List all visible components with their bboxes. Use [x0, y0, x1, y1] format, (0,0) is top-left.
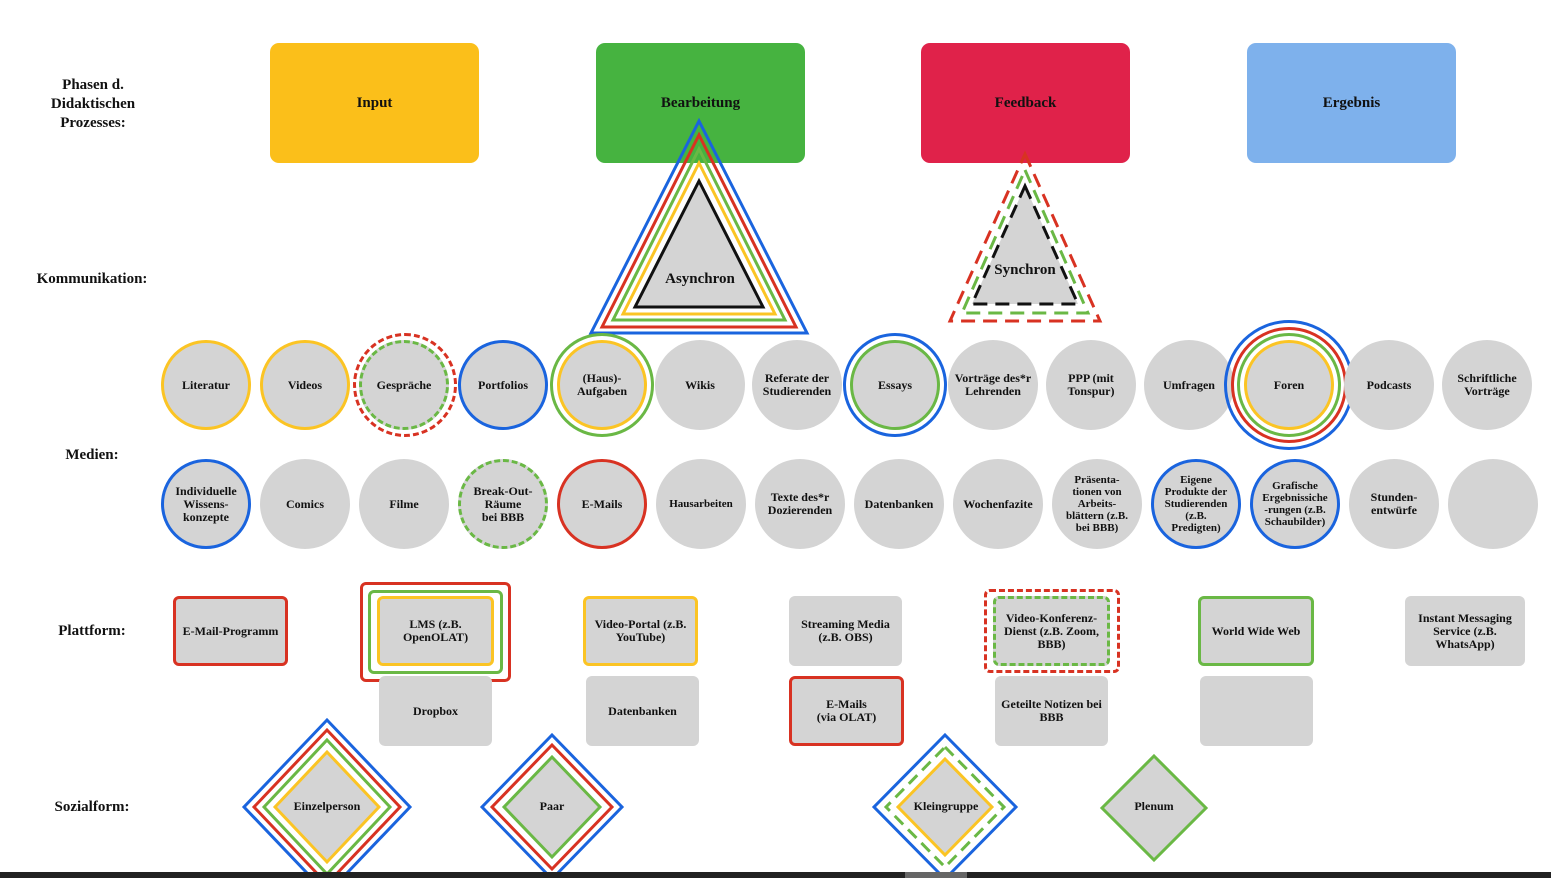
phase-ergebnis: Ergebnis: [1247, 43, 1456, 163]
medium-umfragen: Umfragen: [1144, 340, 1234, 430]
label-kommunikation: Kommunikation:: [36, 271, 148, 287]
medium-empty: [1448, 459, 1538, 549]
platform-emails-olat: E-Mails (via OLAT): [789, 676, 904, 746]
medium-vortraege-lehrende: Vorträge des*r Lehrenden: [948, 340, 1038, 430]
label-plattform: Plattform:: [58, 623, 126, 639]
sozialform-kleingruppe-diamond: [871, 732, 1019, 878]
medium-praesentationen: Präsenta- tionen von Arbeits- blättern (…: [1052, 459, 1142, 549]
sozialform-kleingruppe-label: Kleingruppe: [913, 799, 979, 813]
medium-datenbanken: Datenbanken: [854, 459, 944, 549]
phase-bearbeitung: Bearbeitung: [596, 43, 805, 163]
platform-streaming-media: Streaming Media (z.B. OBS): [789, 596, 902, 666]
medium-essays: Essays: [850, 340, 940, 430]
medium-hausaufgaben: (Haus)- Aufgaben: [557, 340, 647, 430]
label-medien: Medien:: [65, 447, 119, 463]
medium-wissenskonzepte: Individuelle Wissens- konzepte: [161, 459, 251, 549]
phase-input: Input: [270, 43, 479, 163]
label-phasen: Phasen d. Didaktischen Prozesses:: [50, 77, 136, 131]
medium-videos: Videos: [260, 340, 350, 430]
medium-filme: Filme: [359, 459, 449, 549]
sozialform-einzelperson-diamond: [241, 717, 413, 878]
platform-video-konferenz: Video-Konferenz- Dienst (z.B. Zoom, BBB): [993, 596, 1110, 666]
sozialform-einzelperson-label: Einzelperson: [293, 799, 361, 813]
scrollbar-thumb[interactable]: [905, 872, 967, 878]
platform-datenbanken: Datenbanken: [586, 676, 699, 746]
medium-referate: Referate der Studierenden: [752, 340, 842, 430]
medium-wikis: Wikis: [655, 340, 745, 430]
medium-literatur: Literatur: [161, 340, 251, 430]
platform-video-portal: Video-Portal (z.B. YouTube): [583, 596, 698, 666]
sozialform-plenum-label: Plenum: [1134, 799, 1174, 813]
medium-eigene-produkte: Eigene Produkte der Studierenden (z.B. P…: [1151, 459, 1241, 549]
medium-foren: Foren: [1244, 340, 1334, 430]
horizontal-scrollbar[interactable]: [0, 872, 1551, 878]
medium-ppp: PPP (mit Tonspur): [1046, 340, 1136, 430]
asynchron-label: Asynchron: [665, 271, 735, 287]
medium-wochenfazite: Wochenfazite: [953, 459, 1043, 549]
platform-geteilte-notizen: Geteilte Notizen bei BBB: [995, 676, 1108, 746]
platform-www: World Wide Web: [1198, 596, 1314, 666]
medium-emails: E-Mails: [557, 459, 647, 549]
medium-grafische-ergebnissicherungen: Grafische Ergebnissiche -rungen (z.B. Sc…: [1250, 459, 1340, 549]
platform-dropbox: Dropbox: [379, 676, 492, 746]
platform-lms: LMS (z.B. OpenOLAT): [377, 596, 494, 666]
synchron-triangle: [947, 150, 1103, 323]
sozialform-paar-label: Paar: [539, 799, 565, 813]
medium-podcasts: Podcasts: [1344, 340, 1434, 430]
label-sozialform: Sozialform:: [54, 799, 130, 815]
phase-feedback: Feedback: [921, 43, 1130, 163]
medium-stundenentwuerfe: Stunden- entwürfe: [1349, 459, 1439, 549]
medium-portfolios: Portfolios: [458, 340, 548, 430]
medium-schriftliche-vortraege: Schriftliche Vorträge: [1442, 340, 1532, 430]
medium-texte-dozierende: Texte des*r Dozierenden: [755, 459, 845, 549]
synchron-label: Synchron: [994, 262, 1056, 278]
medium-comics: Comics: [260, 459, 350, 549]
platform-empty: [1200, 676, 1313, 746]
platform-email-programm: E-Mail-Programm: [173, 596, 288, 666]
medium-breakout: Break-Out- Räume bei BBB: [458, 459, 548, 549]
platform-instant-messaging: Instant Messaging Service (z.B. WhatsApp…: [1405, 596, 1525, 666]
medium-hausarbeiten: Hausarbeiten: [656, 459, 746, 549]
sozialform-plenum-diamond: [1099, 753, 1209, 863]
sozialform-paar-diamond: [479, 732, 625, 878]
asynchron-triangle: [588, 117, 810, 335]
medium-gespraeche: Gespräche: [359, 340, 449, 430]
